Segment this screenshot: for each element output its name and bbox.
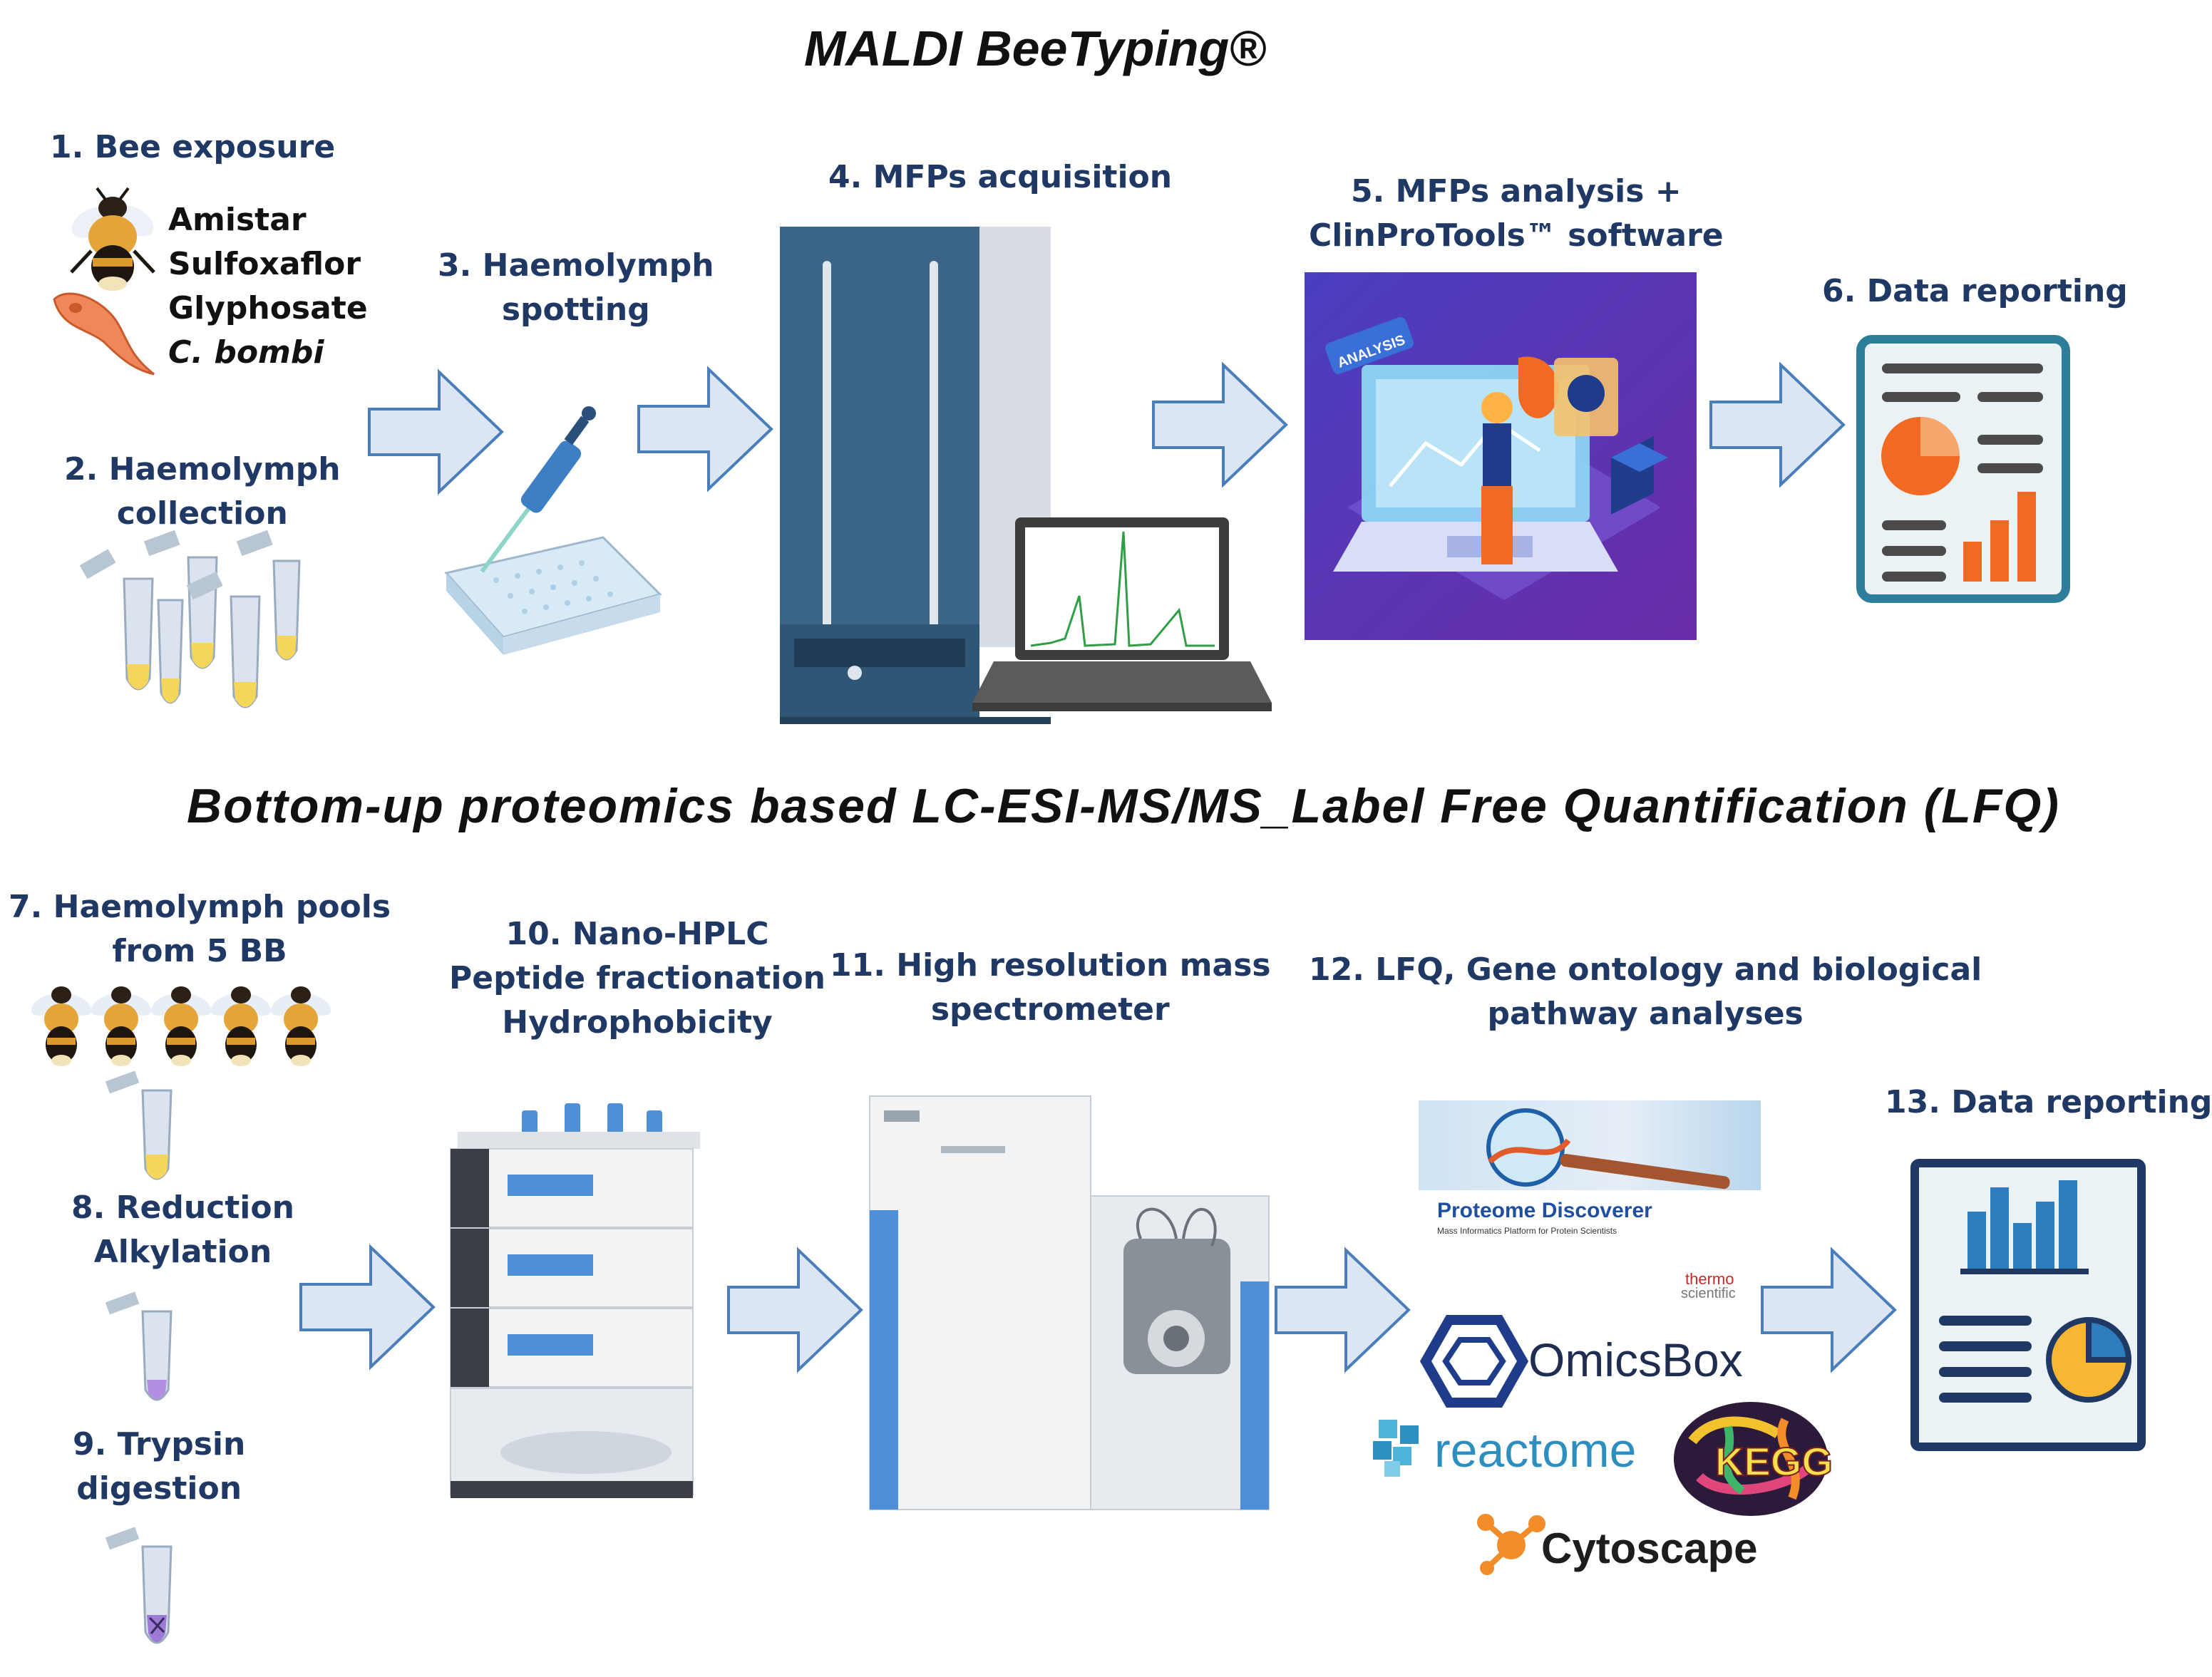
scientific-logo: scientific: [1681, 1286, 1736, 1301]
step-2-line-2: collection: [116, 495, 288, 532]
step-8-label: 8. Reduction Alkylation: [71, 1186, 294, 1274]
step-5-line-1: 5. MFPs analysis +: [1351, 173, 1682, 210]
proteome-discoverer-subtitle: Mass Informatics Platform for Protein Sc…: [1437, 1226, 1617, 1236]
bee-pool-icon: [31, 986, 335, 1066]
arrow-2: [637, 366, 773, 492]
omicsbox-hexagon-icon: [1419, 1315, 1529, 1408]
step-5-label: 5. MFPs analysis + ClinProTools™ softwar…: [1309, 170, 1724, 258]
analysis-illustration: ANALYSIS: [1305, 272, 1697, 640]
step-12-line-1: 12. LFQ, Gene ontology and biological: [1309, 951, 1982, 988]
reduction-tube-icon: [105, 1291, 173, 1401]
arrow-6: [727, 1247, 863, 1373]
step-10-line-3: Hydrophobicity: [502, 1004, 773, 1041]
step-10-line-2: Peptide fractionation: [449, 960, 825, 996]
step-7-line-2: from 5 BB: [112, 933, 287, 969]
step-11-line-2: spectrometer: [930, 991, 1170, 1028]
magnifier-icon: [1486, 1108, 1730, 1190]
step-11-label: 11. High resolution mass spectrometer: [830, 944, 1271, 1032]
arrow-7: [1275, 1247, 1411, 1373]
kegg-logo-icon: KEGG: [1674, 1402, 1833, 1516]
step-3-label: 3. Haemolymph spotting: [438, 244, 714, 332]
step-13-label: 13. Data reporting: [1885, 1084, 2212, 1120]
step-8-line-2: Alkylation: [93, 1234, 272, 1270]
arrow-8: [1761, 1247, 1897, 1373]
step-12-label: 12. LFQ, Gene ontology and biological pa…: [1309, 948, 1982, 1036]
proteome-discoverer-title: Proteome Discoverer: [1437, 1199, 1652, 1222]
step-5-line-2: ClinProTools™ software: [1309, 217, 1724, 254]
bumblebee-icon: [70, 187, 155, 291]
cytoscape-mark-icon: [1477, 1514, 1545, 1575]
step-8-line-1: 8. Reduction: [71, 1190, 294, 1226]
data-report-icon-top: [1856, 335, 2070, 603]
step-9-label: 9. Trypsin digestion: [73, 1423, 245, 1511]
cytoscape-logo: Cytoscape: [1541, 1524, 1758, 1572]
step-4-label: 4. MFPs acquisition: [828, 159, 1173, 195]
haemolymph-tubes-icon: [79, 530, 301, 708]
reactome-mark-icon: [1373, 1420, 1419, 1477]
step-10-line-1: 10. Nano-HPLC: [505, 916, 769, 952]
step-2-line-1: 2. Haemolymph: [64, 451, 341, 487]
arrow-3: [1152, 361, 1288, 488]
step-11-line-1: 11. High resolution mass: [830, 947, 1271, 984]
maldi-title: MALDI BeeTyping®: [804, 21, 1266, 76]
maldi-instrument-icon: [780, 227, 1272, 724]
arrow-5: [299, 1244, 436, 1371]
pool-tube-icon: [105, 1070, 173, 1180]
step-3-line-1: 3. Haemolymph: [438, 247, 714, 284]
reactome-logo: reactome: [1434, 1423, 1637, 1477]
step-7-line-1: 7. Haemolymph pools: [9, 889, 391, 925]
exposure-sulfoxaflor: Sulfoxaflor: [168, 246, 361, 282]
exposure-list: Amistar Sulfoxaflor Glyphosate C. bombi: [168, 198, 368, 375]
step-7-label: 7. Haemolymph pools from 5 BB: [9, 885, 391, 974]
step-12-line-2: pathway analyses: [1487, 996, 1804, 1032]
step-10-label: 10. Nano-HPLC Peptide fractionation Hydr…: [449, 912, 825, 1045]
exposure-c-bombi: C. bombi: [168, 334, 324, 371]
step-3-line-2: spotting: [501, 291, 650, 328]
pipette-plate-icon: [444, 406, 662, 655]
proteome-discoverer-banner: [1419, 1100, 1761, 1190]
thermo-logo: thermo: [1685, 1270, 1734, 1288]
step-1-label: 1. Bee exposure: [50, 129, 336, 165]
step-6-label: 6. Data reporting: [1822, 273, 2128, 309]
bottom-up-title: Bottom-up proteomics based LC-ESI-MS/MS_…: [187, 779, 2060, 833]
kegg-text: KEGG: [1715, 1439, 1833, 1484]
crithidia-parasite-icon: [53, 292, 155, 376]
exposure-amistar: Amistar: [168, 202, 307, 238]
arrow-1: [368, 368, 504, 495]
step-9-line-1: 9. Trypsin: [73, 1426, 246, 1462]
step-2-label: 2. Haemolymph collection: [64, 448, 341, 536]
arrow-4: [1709, 361, 1846, 488]
data-report-icon-bottom: [1910, 1159, 2146, 1451]
omicsbox-logo: OmicsBox: [1528, 1333, 1743, 1386]
mass-spectrometer-icon: [869, 1095, 1270, 1510]
digestion-tube-icon: [105, 1527, 173, 1644]
step-9-line-2: digestion: [76, 1470, 242, 1507]
exposure-glyphosate: Glyphosate: [168, 290, 368, 326]
nano-hplc-icon: [450, 1103, 700, 1498]
